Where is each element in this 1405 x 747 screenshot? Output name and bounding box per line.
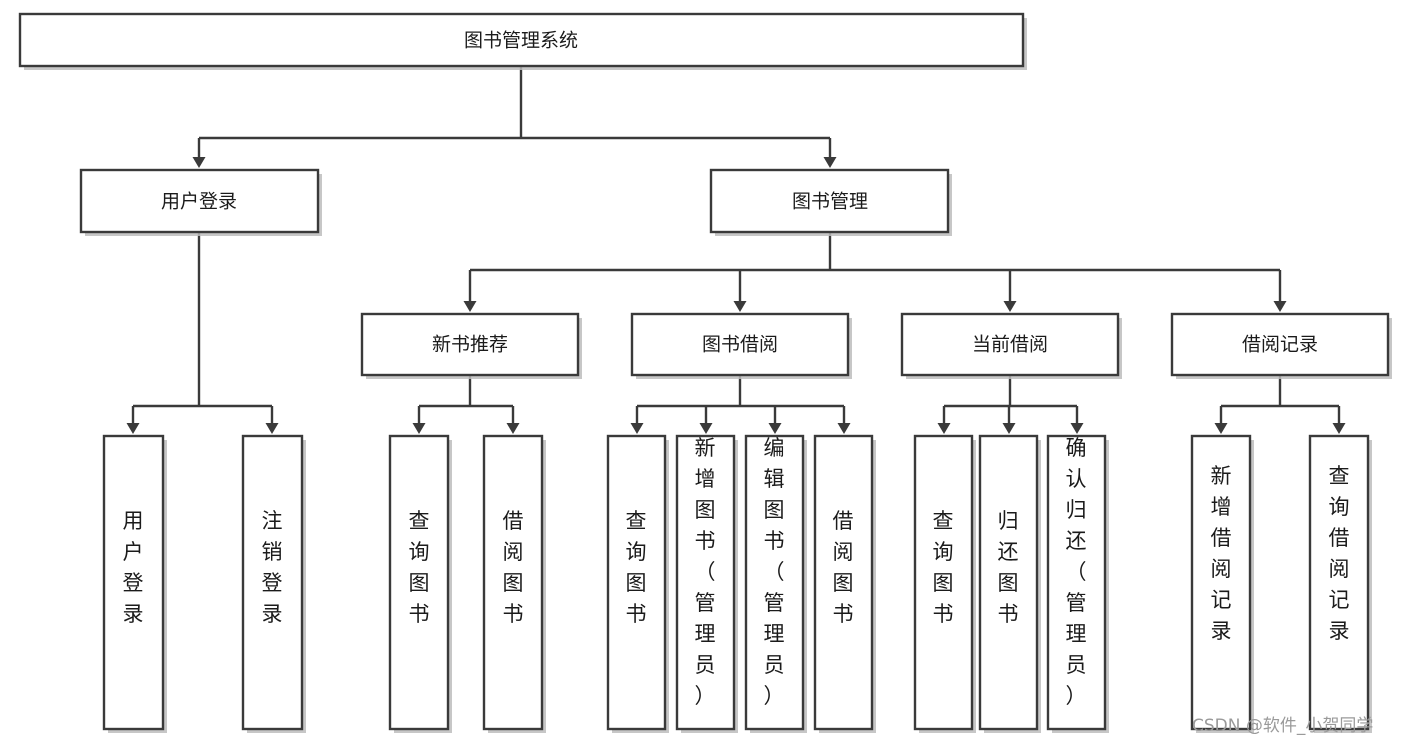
leaf-rect xyxy=(813,434,874,731)
leaf-node[interactable]: 新增借阅记录 xyxy=(1190,434,1254,733)
leaf-label-vertical: 注销登录 xyxy=(262,509,283,626)
leaf-label-vertical: 借阅图书 xyxy=(503,509,524,626)
leaf-node[interactable]: 查询图书 xyxy=(913,434,976,733)
leaf-rect xyxy=(482,434,544,731)
node-book-manage[interactable]: 图书管理 xyxy=(709,168,952,236)
leaf-label-vertical: 查询图书 xyxy=(409,509,430,626)
leaf-rect xyxy=(1308,434,1370,731)
leaf-node[interactable]: 借阅图书 xyxy=(813,434,876,733)
node-borrow-record-rect xyxy=(1170,312,1390,377)
leaf-label-vertical: 归还图书 xyxy=(998,509,1019,626)
leaf-node[interactable]: 新增图书（管理员） xyxy=(675,434,738,733)
leaf-label-vertical: 查询图书 xyxy=(933,509,954,626)
node-user-login-rect xyxy=(79,168,320,234)
leaf-rect xyxy=(913,434,974,731)
leaf-layer: 用户登录 注销登录 查询图书 借阅图书 查询图书 xyxy=(102,434,1372,733)
leaf-rect xyxy=(606,434,667,731)
node-book-borrow[interactable]: 图书借阅 xyxy=(630,312,852,379)
leaf-label-vertical: 新增图书（管理员） xyxy=(695,436,716,708)
watermark-label: CSDN @软件_小贺同学 xyxy=(1192,716,1373,736)
node-borrow-record[interactable]: 借阅记录 xyxy=(1170,312,1392,379)
leaf-rect xyxy=(675,434,736,731)
leaf-label-vertical: 用户登录 xyxy=(123,509,144,626)
leaf-rect xyxy=(1190,434,1252,731)
leaf-node[interactable]: 借阅图书 xyxy=(482,434,546,733)
node-root-rect xyxy=(18,12,1025,68)
leaf-rect xyxy=(744,434,805,731)
node-book-manage-rect xyxy=(709,168,950,234)
leaf-label-vertical: 借阅图书 xyxy=(833,509,854,626)
node-new-book-recommend-rect xyxy=(360,312,580,377)
node-book-borrow-rect xyxy=(630,312,850,377)
leaf-node[interactable]: 注销登录 xyxy=(241,434,306,733)
leaf-node[interactable]: 查询图书 xyxy=(388,434,452,733)
leaf-node[interactable]: 查询借阅记录 xyxy=(1308,434,1372,733)
node-borrow-record-label: 借阅记录 xyxy=(1242,334,1318,356)
leaf-label-vertical: 新增借阅记录 xyxy=(1211,464,1232,643)
leaf-rect xyxy=(388,434,450,731)
leaf-node[interactable]: 查询图书 xyxy=(606,434,669,733)
node-new-book-recommend[interactable]: 新书推荐 xyxy=(360,312,582,379)
leaf-rect xyxy=(978,434,1039,731)
node-user-login-label: 用户登录 xyxy=(161,191,237,213)
node-book-borrow-label: 图书借阅 xyxy=(702,334,778,356)
leaf-node[interactable]: 编辑图书（管理员） xyxy=(744,434,807,733)
node-current-borrow-label: 当前借阅 xyxy=(972,334,1048,356)
leaf-rect xyxy=(241,434,304,731)
leaf-label-vertical: 查询借阅记录 xyxy=(1329,464,1350,643)
node-current-borrow-rect xyxy=(900,312,1120,377)
leaf-label-vertical: 确认归还（管理员） xyxy=(1066,436,1087,708)
node-new-book-recommend-label: 新书推荐 xyxy=(432,334,508,356)
node-user-login[interactable]: 用户登录 xyxy=(79,168,322,236)
leaf-label-vertical: 编辑图书（管理员） xyxy=(764,436,785,708)
leaf-node[interactable]: 用户登录 xyxy=(102,434,167,733)
node-root-label: 图书管理系统 xyxy=(464,30,578,52)
connector-layer xyxy=(126,66,1346,434)
leaf-label-vertical: 查询图书 xyxy=(626,509,647,626)
node-book-manage-label: 图书管理 xyxy=(792,191,868,213)
leaf-node[interactable]: 确认归还（管理员） xyxy=(1046,434,1109,733)
node-current-borrow[interactable]: 当前借阅 xyxy=(900,312,1122,379)
leaf-node[interactable]: 归还图书 xyxy=(978,434,1041,733)
leaf-rect xyxy=(102,434,165,731)
leaf-rect xyxy=(1046,434,1107,731)
node-root[interactable]: 图书管理系统 xyxy=(18,12,1027,70)
